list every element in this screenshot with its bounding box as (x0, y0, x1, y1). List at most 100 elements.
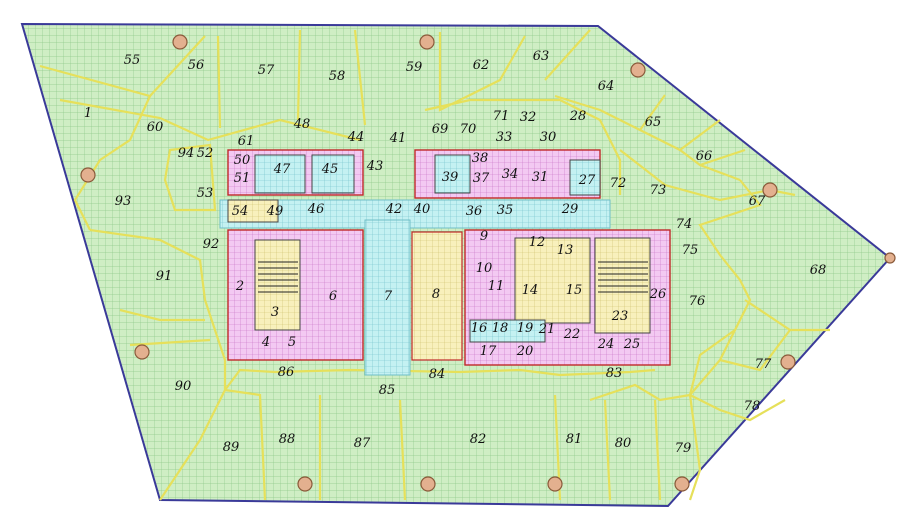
zone-label-36: 36 (466, 204, 483, 219)
zone-label-55: 55 (124, 53, 141, 68)
zone-label-90: 90 (175, 379, 192, 394)
core-area (219, 149, 671, 376)
zone-label-67: 67 (749, 194, 766, 209)
zone-label-41: 41 (389, 131, 407, 146)
zone-label-71: 71 (493, 109, 510, 124)
room-block-upper-left-cyan (254, 154, 306, 194)
column (884, 252, 896, 264)
column (419, 34, 435, 50)
column (547, 476, 563, 492)
zone-label-29: 29 (561, 202, 579, 217)
zone-label-84: 84 (429, 367, 446, 382)
zone-label-49: 49 (266, 204, 284, 219)
zone-label-86: 86 (278, 365, 295, 380)
zone-label-48: 48 (293, 117, 311, 132)
zone-label-50: 50 (234, 153, 251, 168)
zone-label-13: 13 (557, 243, 574, 258)
zone-label-56: 56 (188, 58, 205, 73)
zone-label-79: 79 (675, 441, 692, 456)
room-block-center (411, 231, 463, 361)
zone-label-92: 92 (203, 237, 220, 252)
zone-label-1: 1 (84, 106, 92, 121)
zone-label-68: 68 (810, 263, 827, 278)
zone-label-83: 83 (606, 366, 623, 381)
zone-label-23: 23 (611, 309, 629, 324)
zone-label-61: 61 (238, 134, 255, 149)
zone-label-62: 62 (473, 58, 490, 73)
zone-label-69: 69 (432, 122, 449, 137)
zone-label-80: 80 (615, 436, 632, 451)
zone-label-16: 16 (471, 321, 488, 336)
zone-label-5: 5 (288, 335, 296, 350)
zone-label-10: 10 (476, 261, 493, 276)
zone-label-35: 35 (497, 203, 514, 218)
zone-label-88: 88 (279, 432, 296, 447)
corridor-vertical (364, 219, 411, 376)
zone-boundaries (39, 29, 830, 501)
columns (80, 34, 896, 492)
room-block-left-stair (254, 239, 301, 331)
zone-label-74: 74 (676, 217, 693, 232)
zone-label-11: 11 (488, 279, 505, 294)
zone-label-24: 24 (597, 337, 615, 352)
column (762, 182, 778, 198)
zone-label-81: 81 (566, 432, 583, 447)
zone-label-93: 93 (115, 194, 132, 209)
zone-label-46: 46 (307, 202, 325, 217)
zone-label-53: 53 (197, 186, 214, 201)
zone-label-58: 58 (329, 69, 346, 84)
zone-label-45: 45 (321, 162, 339, 177)
zone-label-64: 64 (598, 79, 615, 94)
zone-label-59: 59 (406, 60, 423, 75)
zone-label-89: 89 (223, 440, 240, 455)
zone-label-19: 19 (517, 321, 534, 336)
column (172, 34, 188, 50)
zone-label-6: 6 (329, 289, 337, 304)
zone-label-14: 14 (522, 283, 539, 298)
zone-label-57: 57 (258, 63, 275, 78)
zone-label-32: 32 (520, 110, 537, 125)
zone-label-18: 18 (492, 321, 509, 336)
room-block-right-yellow (514, 237, 591, 324)
zone-label-37: 37 (473, 171, 490, 186)
zone-label-20: 20 (516, 344, 534, 359)
room-block-right-stair (594, 237, 651, 334)
zone-label-27: 27 (578, 173, 596, 188)
zone-label-3: 3 (271, 305, 279, 320)
column (134, 344, 150, 360)
corridor-horizontal (219, 199, 611, 229)
zone-label-47: 47 (273, 162, 291, 177)
column (297, 476, 313, 492)
zone-label-4: 4 (261, 335, 270, 350)
zone-label-42: 42 (385, 202, 403, 217)
room-block-upper-right-cyan2 (569, 159, 601, 196)
zone-label-31: 31 (532, 170, 549, 185)
zone-label-7: 7 (384, 289, 393, 304)
zone-label-65: 65 (645, 115, 662, 130)
zone-label-66: 66 (696, 149, 713, 164)
zone-label-87: 87 (354, 436, 371, 451)
zone-label-8: 8 (432, 287, 440, 302)
zone-label-15: 15 (566, 283, 583, 298)
room-block-small-yellow (227, 199, 279, 223)
zone-label-26: 26 (649, 287, 667, 302)
zone-label-73: 73 (650, 183, 667, 198)
zone-label-2: 2 (235, 279, 244, 294)
stair-lines (258, 261, 648, 293)
zone-label-28: 28 (569, 109, 587, 124)
zone-label-33: 33 (496, 130, 513, 145)
zone-label-78: 78 (744, 399, 761, 414)
zone-label-52: 52 (197, 146, 214, 161)
zone-label-9: 9 (480, 229, 488, 244)
zone-label-17: 17 (480, 344, 497, 359)
zone-label-25: 25 (623, 337, 641, 352)
zone-label-51: 51 (234, 171, 251, 186)
zone-label-12: 12 (529, 235, 546, 250)
zone-label-76: 76 (689, 294, 706, 309)
zone-label-70: 70 (460, 122, 477, 137)
room-block-cyan-sm (469, 319, 546, 343)
zone-label-60: 60 (147, 120, 164, 135)
zone-label-22: 22 (563, 327, 581, 342)
